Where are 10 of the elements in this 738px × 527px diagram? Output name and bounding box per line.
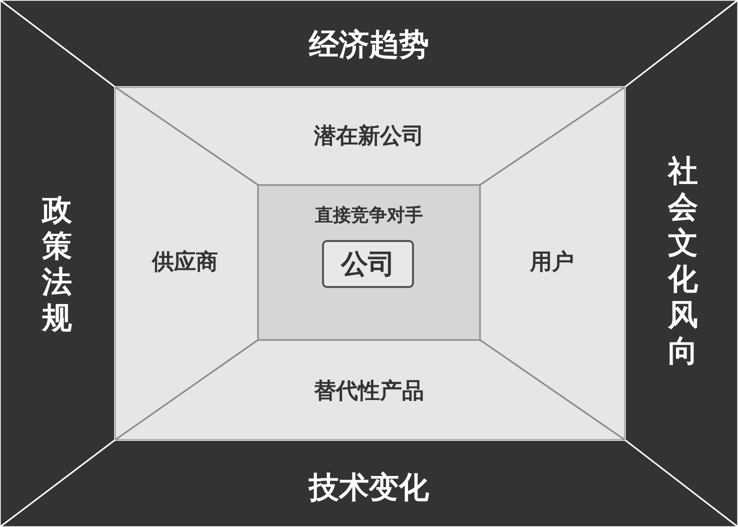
panel-label: 潜在新公司 — [314, 124, 424, 150]
panel-label: 供应商 — [152, 250, 218, 276]
panel-label: 技术变化 — [309, 472, 429, 504]
panel-label: 经济趋势 — [309, 28, 429, 62]
panel-label: 直接竞争对手 — [315, 206, 423, 226]
panel-label: 用户 — [530, 250, 574, 276]
panel-label: 政策法规 — [41, 193, 73, 337]
company-tag: 公司 — [322, 240, 414, 288]
panel-label: 替代性产品 — [314, 380, 424, 404]
panel-label: 社会文化风向 — [667, 154, 699, 370]
